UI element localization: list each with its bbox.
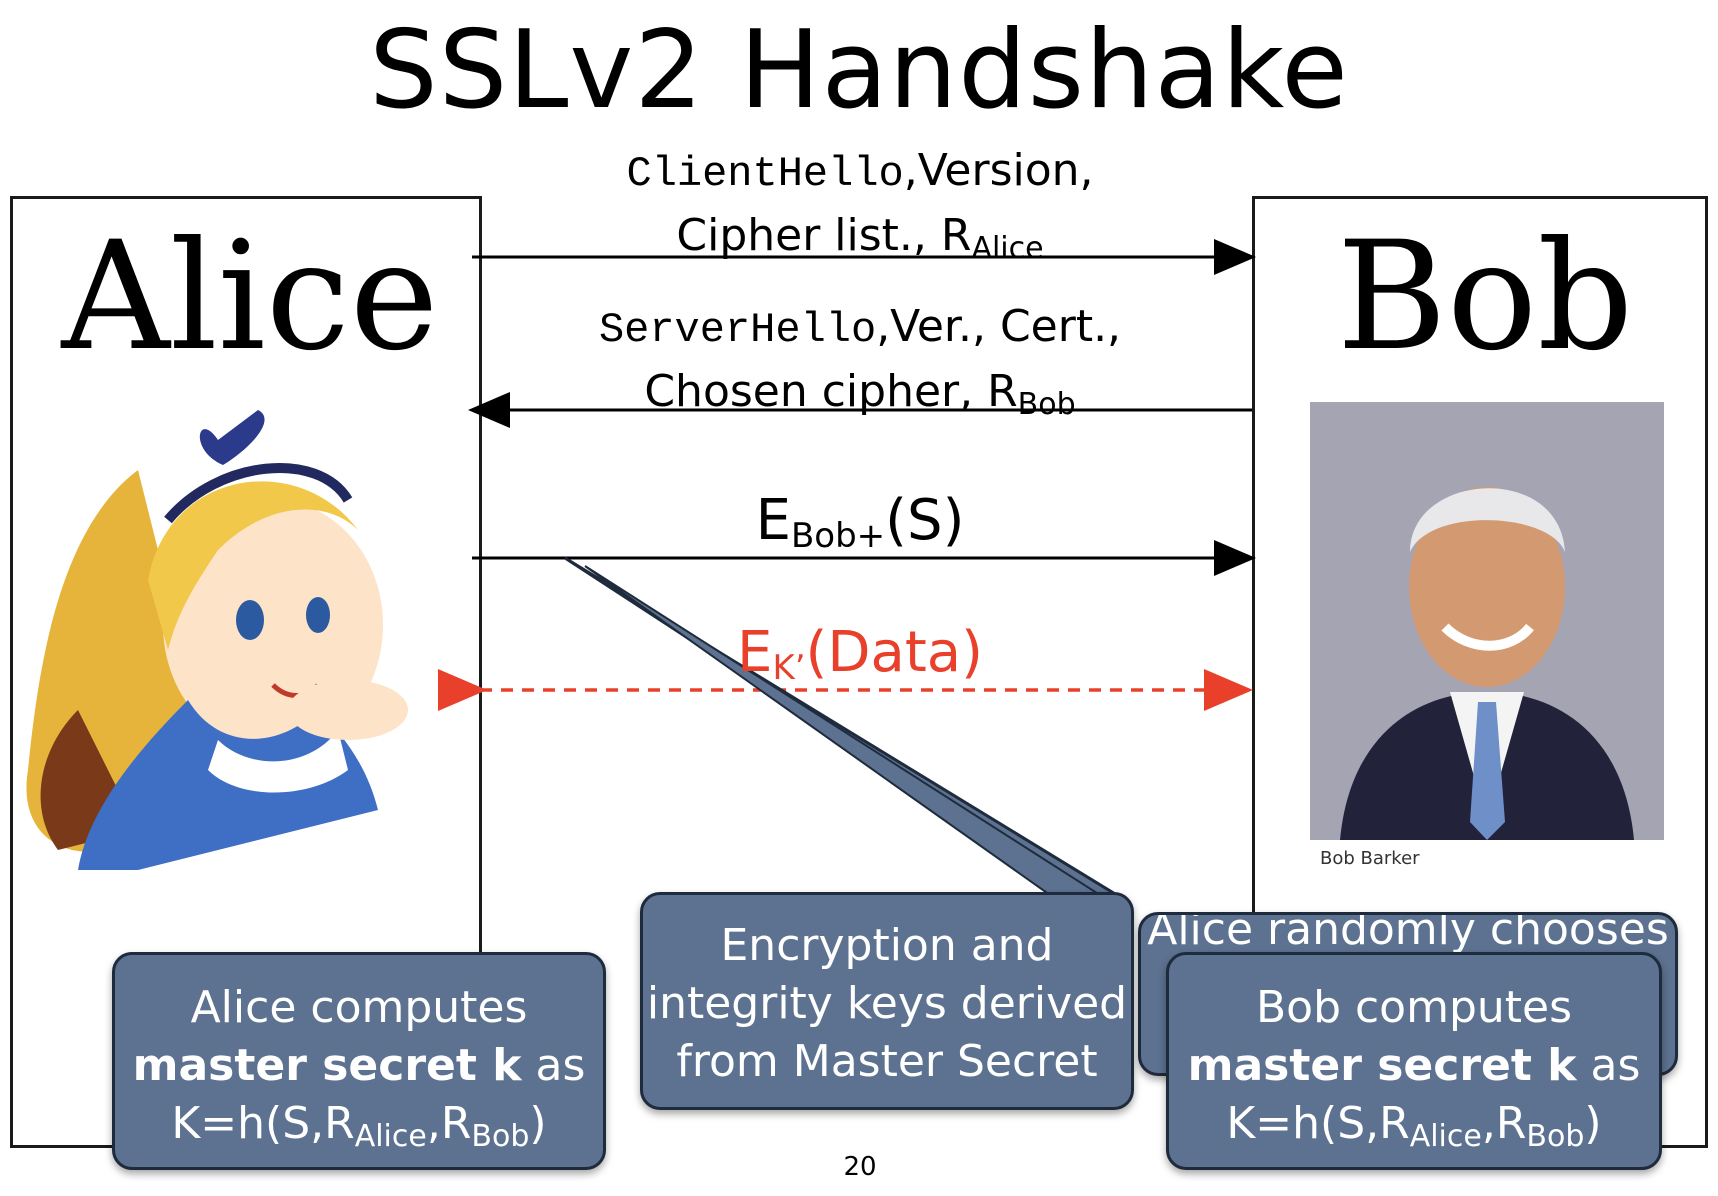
bob-label: Bob (1336, 210, 1634, 384)
encrypted-data-main: E (737, 620, 773, 685)
callout-bob-computes: Bob computes master secret k as K=h(S,RA… (1166, 952, 1662, 1170)
bob-formula-sub2: Bob (1526, 1119, 1585, 1154)
server-hello-params: ,Ver., Cert., (876, 301, 1122, 352)
bob-portrait (1310, 402, 1664, 840)
callout-alice-formula: K=h(S,RAlice,RBob) (115, 1095, 603, 1166)
alice-illustration (26, 410, 408, 870)
client-hello-params: ,Version, (903, 145, 1094, 196)
message-encrypted-secret: EBob+(S) (470, 490, 1250, 567)
callout-alice-line1: Alice computes (190, 982, 528, 1033)
callout-alice-computes: Alice computes master secret k as K=h(S,… (112, 952, 606, 1170)
page-number: 20 (843, 1152, 877, 1182)
client-hello-line2: Cipher list., R (676, 210, 972, 261)
bob-formula-b: ,R (1481, 1098, 1527, 1149)
callout-alice-as: as (521, 1040, 586, 1091)
callout-bob-line1: Bob computes (1255, 982, 1573, 1033)
alice-bow (199, 410, 265, 465)
alice-formula-c: ) (529, 1098, 547, 1149)
encrypted-secret-sub: Bob+ (790, 516, 886, 556)
alice-eye-right (306, 597, 330, 633)
alice-collar (208, 730, 348, 793)
encrypted-data-rest: (Data) (805, 620, 983, 685)
callout-alice-bold: master secret k (132, 1040, 522, 1091)
callout-bob-formula: K=h(S,RAlice,RBob) (1169, 1095, 1659, 1166)
callout-bob-as: as (1576, 1040, 1641, 1091)
bob-tie (1470, 702, 1505, 840)
alice-headband (164, 462, 353, 524)
encrypted-secret-rest: (S) (885, 488, 965, 553)
encrypted-secret-main: E (755, 488, 791, 553)
alice-label: Alice (61, 210, 439, 384)
server-hello-line2: Chosen cipher, R (644, 366, 1018, 417)
client-hello-sub: Alice (971, 231, 1044, 266)
alice-eye-left (236, 600, 264, 640)
callout-pointer-keys (584, 565, 1104, 896)
message-server-hello: ServerHello,Ver., Cert., Chosen cipher, … (470, 296, 1250, 436)
callout-key-derivation: Encryption and integrity keys derived fr… (640, 892, 1134, 1110)
alice-hair-front (148, 481, 358, 650)
message-client-hello: ClientHello,Version, Cipher list., RAlic… (470, 140, 1250, 280)
callout-keys-line2: integrity keys derived (646, 978, 1128, 1029)
server-hello-sub: Bob (1017, 387, 1076, 422)
bob-smile (1441, 623, 1534, 651)
client-hello-command: ClientHello (626, 150, 904, 198)
bob-photo-caption: Bob Barker (1320, 848, 1420, 869)
bob-formula-c: ) (1584, 1098, 1602, 1149)
slide-title: SSLv2 Handshake (369, 8, 1349, 133)
alice-dress (78, 700, 378, 870)
bob-hair (1410, 488, 1565, 552)
bob-formula-a: K=h(S,R (1226, 1098, 1410, 1149)
alice-hands (288, 680, 408, 740)
bob-photo (1310, 402, 1664, 840)
encrypted-data-sub: K’ (772, 648, 806, 688)
message-encrypted-data: EK’(Data) (470, 622, 1250, 699)
callout-keys-line1: Encryption and (720, 920, 1054, 971)
alice-formula-a: K=h(S,R (171, 1098, 355, 1149)
alice-formula-b: ,R (426, 1098, 472, 1149)
alice-formula-sub1: Alice (354, 1119, 427, 1154)
alice-formula-sub2: Bob (471, 1119, 530, 1154)
bob-formula-sub1: Alice (1409, 1119, 1482, 1154)
callout-bob-bold: master secret k (1187, 1040, 1577, 1091)
callout-keys-line3: from Master Secret (676, 1036, 1098, 1087)
server-hello-command: ServerHello (598, 306, 877, 354)
